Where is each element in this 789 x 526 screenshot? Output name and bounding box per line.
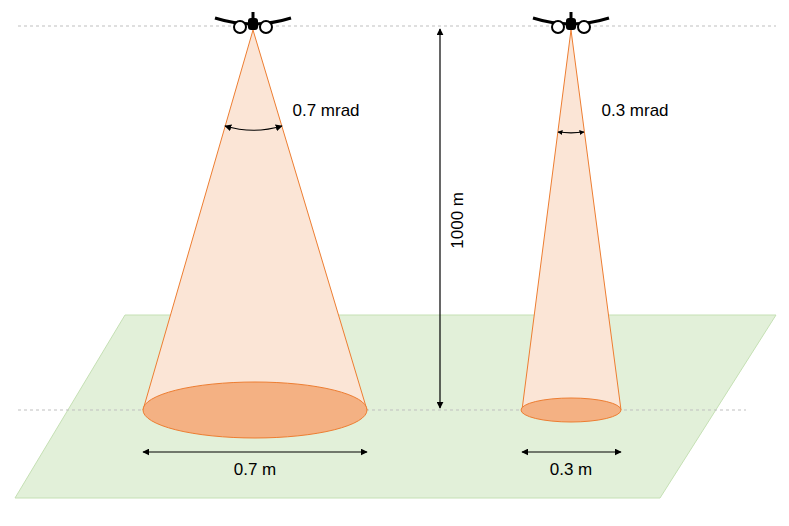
width-dimension xyxy=(522,451,621,452)
beam-footprint xyxy=(521,398,621,422)
aircraft-icon xyxy=(533,12,609,33)
beam-footprint xyxy=(143,382,367,438)
width-label: 0.3 m xyxy=(550,461,593,480)
angle-label: 0.7 mrad xyxy=(292,102,359,121)
ground-level-line xyxy=(18,410,746,411)
aircraft-icon xyxy=(215,12,291,33)
width-label: 0.7 m xyxy=(234,461,277,480)
altitude-label: 1000 m xyxy=(449,192,468,249)
beam-cone xyxy=(522,30,621,410)
angle-label: 0.3 mrad xyxy=(601,102,668,121)
altitude-dimension xyxy=(439,29,440,408)
angle-arc xyxy=(225,126,282,130)
width-dimension xyxy=(143,451,367,452)
beam-cone xyxy=(143,30,367,410)
ground-plane xyxy=(15,315,776,498)
flight-altitude-line xyxy=(18,26,776,27)
angle-arc xyxy=(558,131,584,133)
